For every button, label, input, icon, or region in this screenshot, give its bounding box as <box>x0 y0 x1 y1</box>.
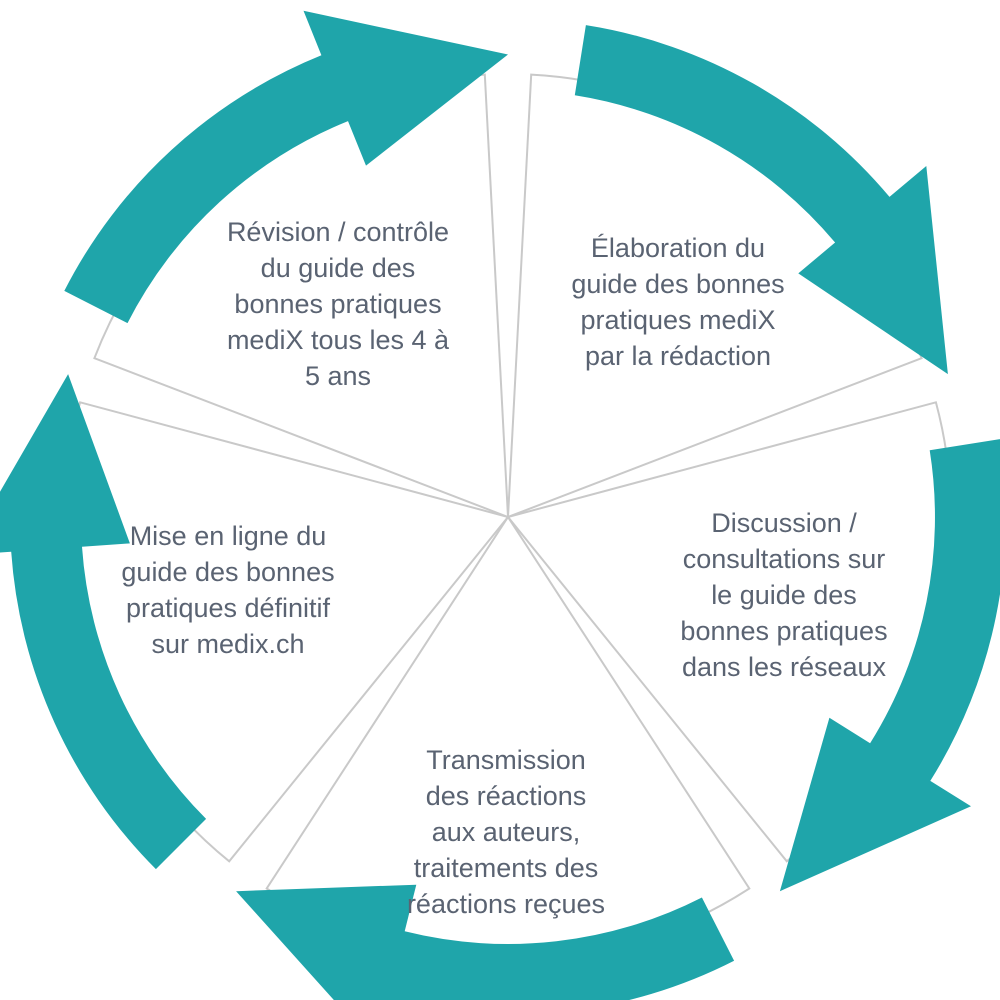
step-label-discussion: Discussion / consultations sur le guide … <box>680 508 888 682</box>
step-label-transmission: Transmission des réactions aux auteurs, … <box>406 745 606 919</box>
cycle-arrow-mise-en-ligne <box>0 374 207 870</box>
cycle-arrow-revision <box>64 10 509 324</box>
cycle-arrow-transmission <box>236 884 735 1000</box>
arrows-group <box>0 10 1000 1000</box>
step-label-elaboration: Élaboration du guide des bonnes pratique… <box>571 233 785 371</box>
step-label-mise-en-ligne: Mise en ligne du guide des bonnes pratiq… <box>121 521 335 659</box>
cycle-arrow-elaboration <box>574 25 948 375</box>
cycle-arrow-discussion <box>779 439 1000 892</box>
step-label-revision: Révision / contrôle du guide des bonnes … <box>226 217 450 391</box>
